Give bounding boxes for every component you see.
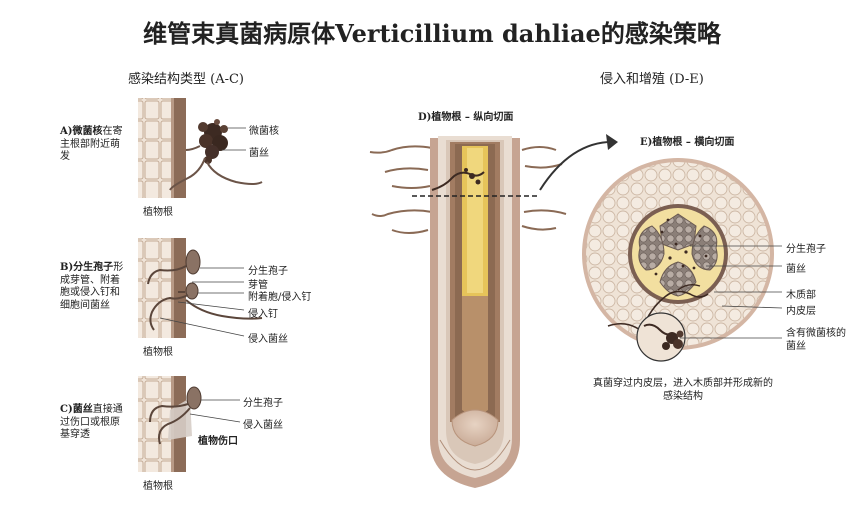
label-root-c: 植物根 [143,481,173,492]
panel-e-cross-section [582,158,774,350]
label-wound: 植物伤口 [198,436,238,447]
label-germ-tube: 芽管 [248,280,268,291]
label-appressorium: 附着胞/侵入钉 [248,292,312,303]
panel-b-conidia [185,249,201,300]
left-section-heading: 感染结构类型 (A-C) [128,72,245,87]
label-conidia-e: 分生孢子 [786,244,826,255]
panel-b-hyphae [147,265,263,331]
label-conidia-b: 分生孢子 [248,266,288,277]
panel-d-fungus [431,168,485,191]
panel-c-hyphae [149,403,191,445]
conidia-dots [654,218,708,276]
panel-e-inset [636,312,686,362]
panel-a-description: A)微菌核在寄主根部附近萌发 [60,126,123,162]
label-invasive-hyphae-c: 侵入菌丝 [243,420,283,431]
label-hyphae-e: 菌丝 [786,264,806,275]
label-invasive-hyphae-b: 侵入菌丝 [248,334,288,345]
label-conidia-c: 分生孢子 [243,398,283,409]
label-hyphae-a: 菌丝 [249,148,269,159]
right-section-heading: 侵入和增殖 (D-E) [600,72,704,87]
panel-c-conidia [186,386,202,410]
label-endodermis: 内皮层 [786,306,816,317]
panel-b-description: B)分生孢子形成芽管、附着胞或侵入钉和细胞间菌丝 [60,262,124,311]
label-root-a: 植物根 [143,207,173,218]
panel-a-hyphae [169,145,263,191]
panel-c-description: C)菌丝直接通过伤口或根原基穿透 [60,404,123,440]
label-ms-hyphae: 含有微菌核的菌丝 [786,328,846,352]
panel-d-root-hairs [369,145,567,234]
figure-title: 维管束真菌病原体Verticillium dahliae的感染策略 [143,19,721,48]
panel-d-root [430,136,520,488]
label-penetration-peg: 侵入钉 [248,309,278,320]
label-microsclerotia: 微菌核 [249,126,279,137]
panel-d-label: D)植物根 – 纵向切面 [418,112,514,123]
panel-a-microsclerotia [198,119,228,164]
xylem-bundles [638,213,718,297]
panel-c-root [138,376,192,472]
panel-e-label: E)植物根 – 横向切面 [640,137,735,148]
label-root-b: 植物根 [143,347,173,358]
panel-e-caption: 真菌穿过内皮层，进入木质部并形成新的感染结构 [593,378,773,402]
panel-a-root [138,98,186,198]
panel-b-root [138,238,186,338]
label-xylem: 木质部 [786,290,816,301]
